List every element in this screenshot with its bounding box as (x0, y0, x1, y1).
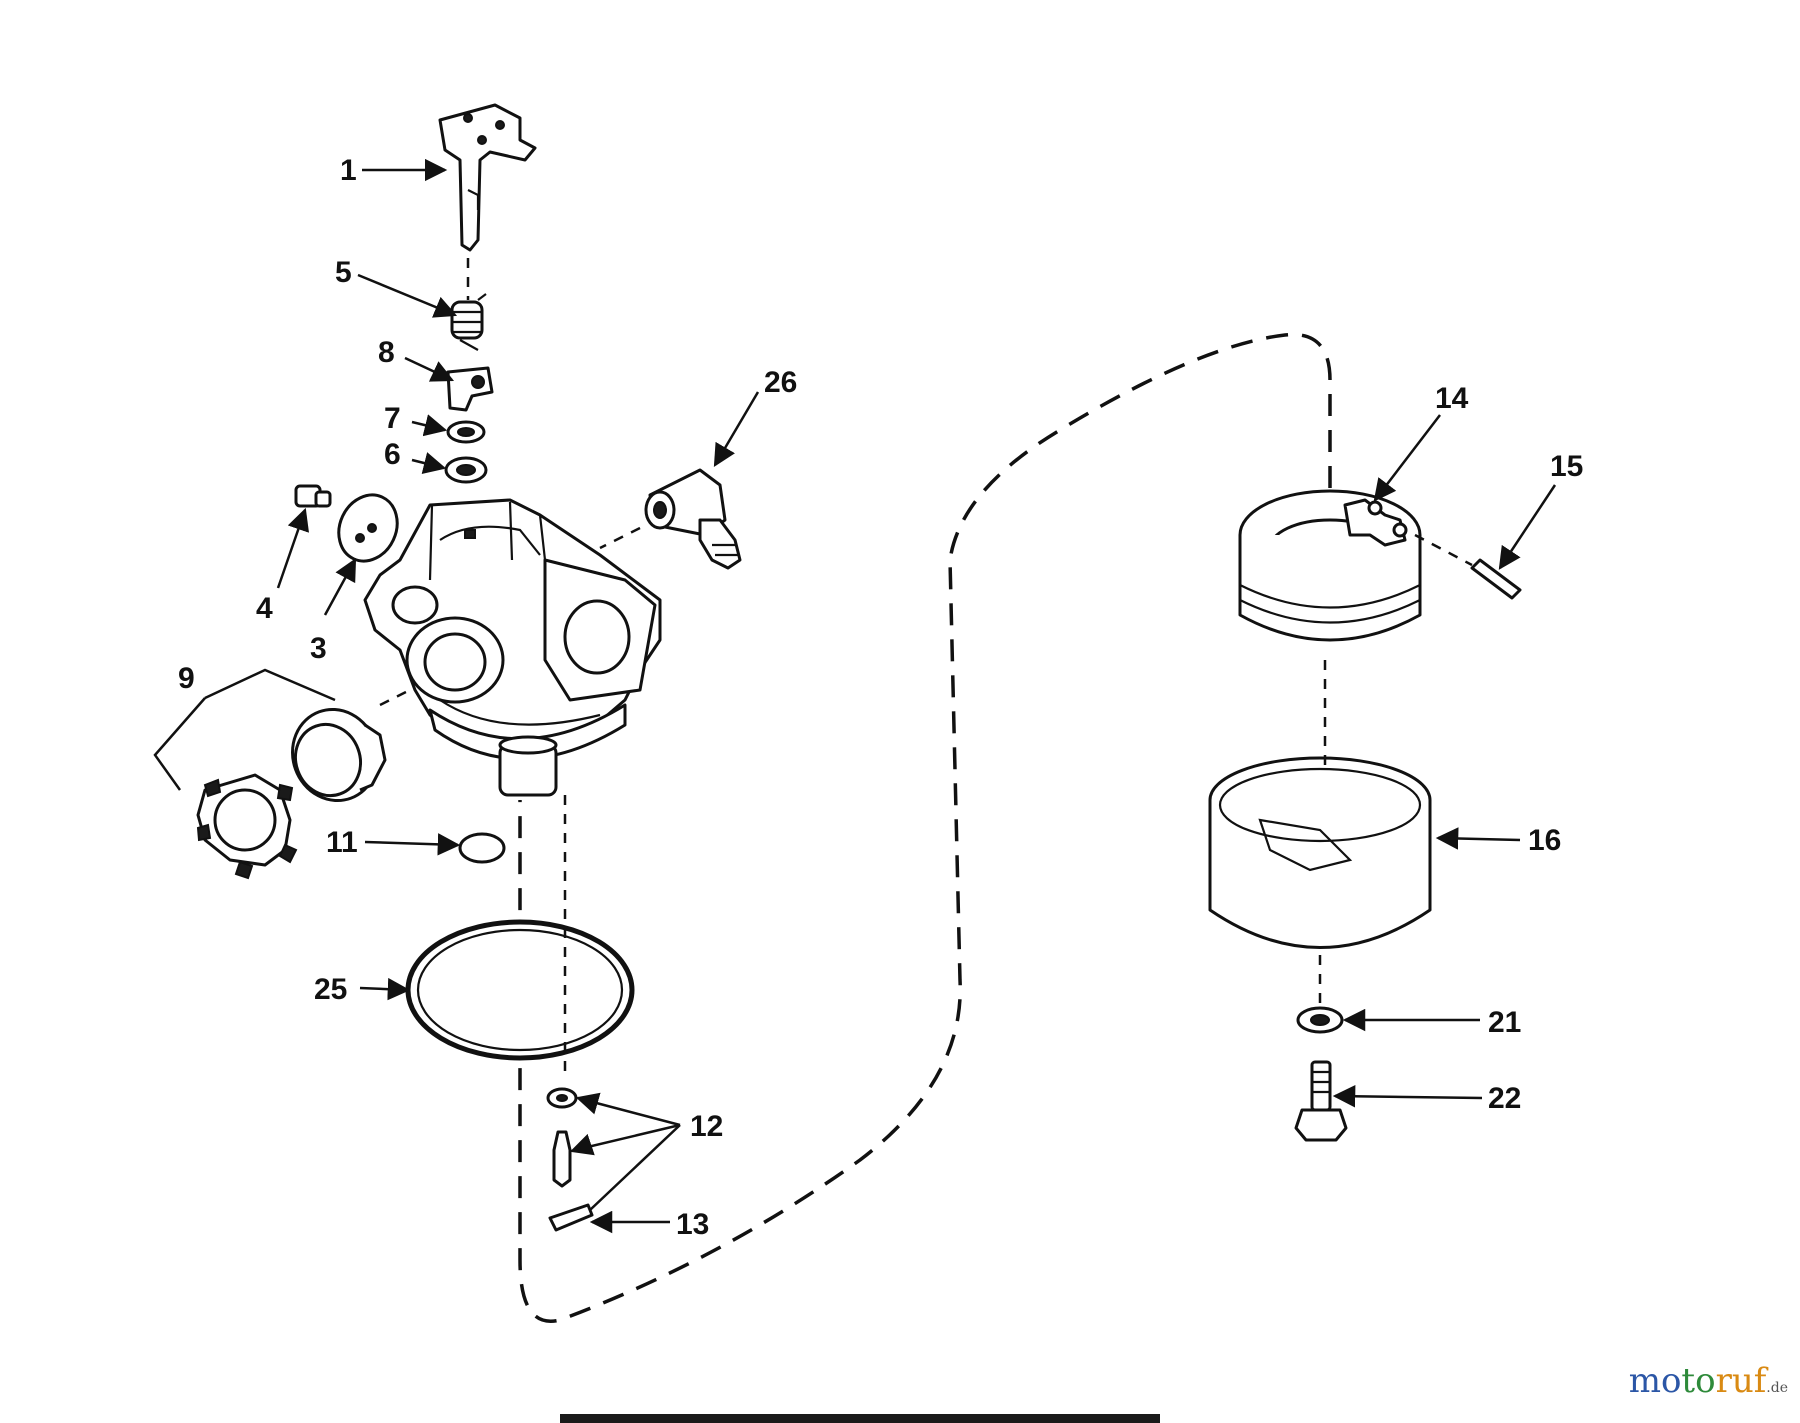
callout-16: 16 (1528, 824, 1561, 857)
callout-3: 3 (310, 632, 327, 665)
part-5-spring (450, 293, 487, 351)
watermark-logo: motoruf.de (1629, 1361, 1788, 1401)
watermark-part-2: to (1681, 1361, 1716, 1401)
part-6-seal (444, 456, 488, 484)
leader-12-arrow-b (569, 1133, 595, 1156)
leader-7 (411, 414, 448, 437)
part-15-float-pin (1470, 558, 1522, 600)
leader-11 (364, 833, 461, 856)
callout-13: 13 (676, 1208, 709, 1241)
watermark-part-3: ruf (1715, 1361, 1767, 1401)
leader-22 (1332, 1085, 1483, 1108)
part-26-axis-line (599, 526, 641, 550)
leader-5 (357, 273, 458, 318)
callout-22: 22 (1488, 1082, 1521, 1115)
watermark-suffix: .de (1766, 1380, 1788, 1396)
callout-1: 1 (340, 154, 357, 187)
part-8-lever (446, 366, 494, 412)
part-1-throttle-shaft (438, 103, 537, 252)
callout-4: 4 (256, 592, 273, 625)
carburetor-body (363, 498, 662, 797)
leader-15 (1498, 484, 1557, 570)
leader-4 (276, 507, 310, 589)
part-9-axis-line (379, 688, 411, 707)
leader-3 (323, 558, 357, 616)
part-25-bowl-gasket (405, 919, 635, 1061)
callout-21: 21 (1488, 1006, 1521, 1039)
callout-11: 11 (326, 826, 358, 859)
part-22-bowl-nut (1294, 1060, 1348, 1142)
part-4-screw (294, 484, 332, 508)
part-7-washer (446, 420, 486, 444)
callout-5: 5 (335, 256, 352, 289)
callout-6: 6 (384, 438, 401, 471)
leader-9-bracket (153, 668, 336, 791)
callout-12: 12 (690, 1110, 723, 1143)
leader-16 (1435, 827, 1521, 850)
callout-25: 25 (314, 973, 347, 1006)
callout-14: 14 (1435, 382, 1469, 415)
watermark-part-1: mo (1628, 1361, 1682, 1401)
part-11-small-disc (458, 832, 506, 864)
leader-6 (411, 452, 447, 475)
callout-8: 8 (378, 336, 395, 369)
leader-8 (404, 356, 455, 382)
part-9-primer-assembly (196, 707, 387, 880)
callout-9: 9 (178, 662, 195, 695)
leader-14 (1373, 414, 1441, 502)
leader-12 (574, 1098, 681, 1211)
part-26-fuel-inlet (644, 468, 742, 570)
callout-15: 15 (1550, 450, 1583, 483)
part-13-needle-clip (548, 1203, 594, 1232)
part-3-throttle-plate (337, 493, 399, 563)
part-12-needle-washer (546, 1087, 578, 1109)
leader-26 (713, 391, 760, 467)
part-14-float (1238, 489, 1422, 642)
leader-25 (359, 977, 411, 1001)
part-21-bowl-washer (1296, 1006, 1344, 1034)
part-16-float-bowl (1208, 756, 1432, 949)
cropped-footer-text (560, 1414, 1160, 1423)
leader-12-arrow-a (575, 1092, 601, 1115)
part-12-inlet-needle (552, 1130, 572, 1188)
callout-26: 26 (764, 366, 797, 399)
part-15-axis-line (1414, 533, 1473, 567)
callout-7: 7 (384, 402, 401, 435)
